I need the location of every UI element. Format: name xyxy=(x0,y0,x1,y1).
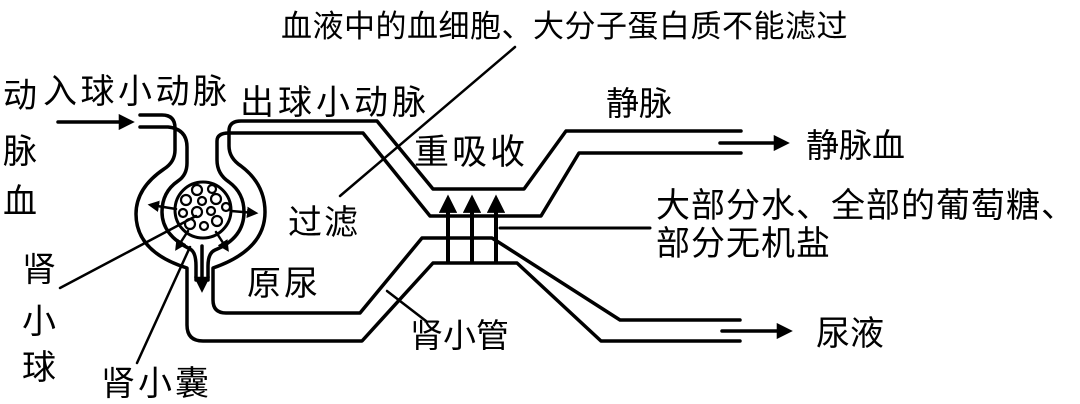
glomerulus-label-char1: 肾 xyxy=(22,252,56,289)
diagram-labels: 血液中的血细胞、大分子蛋白质不能滤过 动 脉 血 入球小动脉 出球小动脉 肾 小… xyxy=(3,9,1076,403)
efferent-arteriole-label: 出球小动脉 xyxy=(240,84,430,122)
filtration-arrows xyxy=(147,200,259,252)
capsule-inner-wall-left xyxy=(138,125,198,282)
filtration-arrow-right xyxy=(229,206,259,219)
renal-tubule-label: 肾小管 xyxy=(410,318,509,355)
arterial-blood-label-char3: 血 xyxy=(3,183,37,221)
filtration-label: 过滤 xyxy=(288,204,360,242)
glomerulus-capillary-blobs xyxy=(177,183,232,232)
capillary-blob xyxy=(206,183,218,195)
reabsorption-arrows xyxy=(438,194,506,264)
capillary-blob xyxy=(220,201,232,213)
vessel-top-wall-and-capsule-outer-right-and-tubule-top-wall xyxy=(211,119,743,322)
capillary-blob xyxy=(190,205,204,219)
filtration-arrow-left xyxy=(147,200,178,212)
glomerulus-label-char2: 小 xyxy=(22,304,56,341)
primary-urine-label: 原尿 xyxy=(247,266,321,303)
leader-lines xyxy=(58,45,652,365)
reabsorption-label: 重吸收 xyxy=(414,133,528,172)
capillary-blob xyxy=(190,183,204,197)
bowmans-capsule-label: 肾小囊 xyxy=(101,365,212,403)
reabsorbed-substances-line1: 大部分水、全部的葡萄糖、 xyxy=(656,187,1076,225)
capillary-blob xyxy=(209,192,223,206)
arterial-blood-label-char2: 脉 xyxy=(3,133,37,171)
arterial-blood-label-char1: 动 xyxy=(3,78,37,115)
bowmans-capsule-leader xyxy=(135,245,192,365)
capillary-blob xyxy=(198,220,210,232)
capillary-blob xyxy=(196,195,208,207)
top-note-leader xyxy=(338,45,517,198)
capsule-inner-wall-right-and-vessel-bottom-wall xyxy=(206,131,743,282)
urine-label: 尿液 xyxy=(816,315,884,353)
top-note-label: 血液中的血细胞、大分子蛋白质不能滤过 xyxy=(281,9,848,44)
capillary-blob xyxy=(177,207,189,219)
vein-label: 静脉 xyxy=(606,86,672,123)
venous-blood-label: 静脉血 xyxy=(806,128,905,165)
glomerulus-leader xyxy=(58,214,198,290)
capillary-blob xyxy=(205,205,217,217)
capillary-blob xyxy=(179,193,193,207)
capillary-blob xyxy=(210,214,224,228)
diagram-linework xyxy=(56,45,793,365)
filtration-arrow-down-left xyxy=(175,229,190,251)
afferent-arteriole-label: 入球小动脉 xyxy=(43,73,231,111)
glomerulus-label-char3: 球 xyxy=(22,350,56,387)
reabsorbed-substances-line2: 部分无机盐 xyxy=(656,225,831,263)
renal-tubule-leader xyxy=(385,289,428,323)
filtration-arrow-down-right xyxy=(214,230,229,252)
